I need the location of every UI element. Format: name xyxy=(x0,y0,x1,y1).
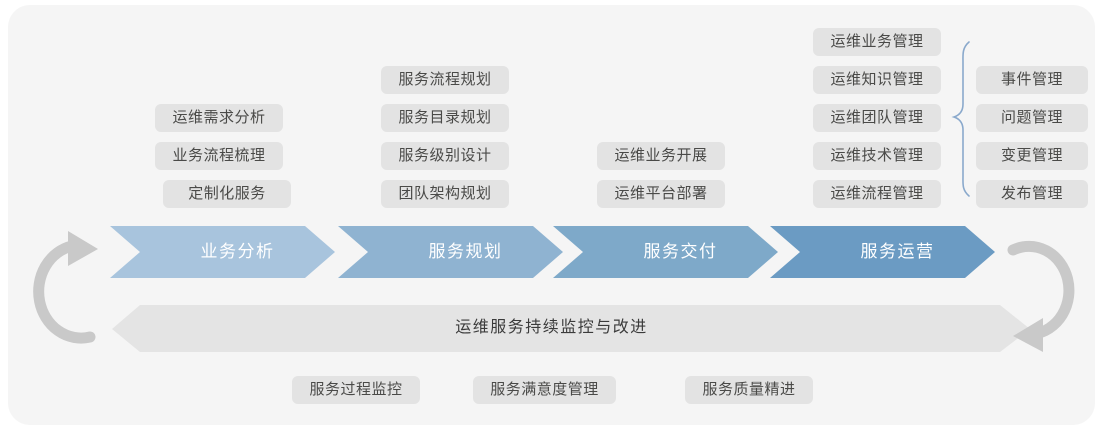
pill-col3-item2[interactable]: 运维平台部署 xyxy=(597,180,725,208)
pill-col2-item4[interactable]: 团队架构规划 xyxy=(381,180,509,208)
pill-col1-item1[interactable]: 运维需求分析 xyxy=(155,104,283,132)
pill-col4-item2[interactable]: 运维知识管理 xyxy=(813,66,941,94)
pill-bottom-item3[interactable]: 服务质量精进 xyxy=(685,376,813,404)
pill-col4-item4[interactable]: 运维技术管理 xyxy=(813,142,941,170)
pill-col2-item3[interactable]: 服务级别设计 xyxy=(381,142,509,170)
pill-col2-item2[interactable]: 服务目录规划 xyxy=(381,104,509,132)
pill-brace-item4[interactable]: 发布管理 xyxy=(976,180,1088,208)
pill-col1-item2[interactable]: 业务流程梳理 xyxy=(155,142,283,170)
pill-col4-item5[interactable]: 运维流程管理 xyxy=(813,180,941,208)
chevron-label-stage-1: 业务分析 xyxy=(200,242,275,261)
pill-col1-item3[interactable]: 定制化服务 xyxy=(163,180,291,208)
pill-col4-item3[interactable]: 运维团队管理 xyxy=(813,104,941,132)
pill-brace-item1[interactable]: 事件管理 xyxy=(976,66,1088,94)
chevron-label-stage-4: 服务运营 xyxy=(860,242,935,261)
pill-brace-item2[interactable]: 问题管理 xyxy=(976,104,1088,132)
pill-col4-item1[interactable]: 运维业务管理 xyxy=(813,28,941,56)
pill-col2-item1[interactable]: 服务流程规划 xyxy=(381,66,509,94)
chevron-label-stage-2: 服务规划 xyxy=(428,242,503,261)
chevron-label-stage-3: 服务交付 xyxy=(643,242,718,261)
improvement-band-label: 运维服务持续监控与改进 xyxy=(455,319,648,336)
pill-col3-item1[interactable]: 运维业务开展 xyxy=(597,142,725,170)
pill-bottom-item1[interactable]: 服务过程监控 xyxy=(292,376,420,404)
pill-brace-item3[interactable]: 变更管理 xyxy=(976,142,1088,170)
pill-bottom-item2[interactable]: 服务满意度管理 xyxy=(473,376,616,404)
